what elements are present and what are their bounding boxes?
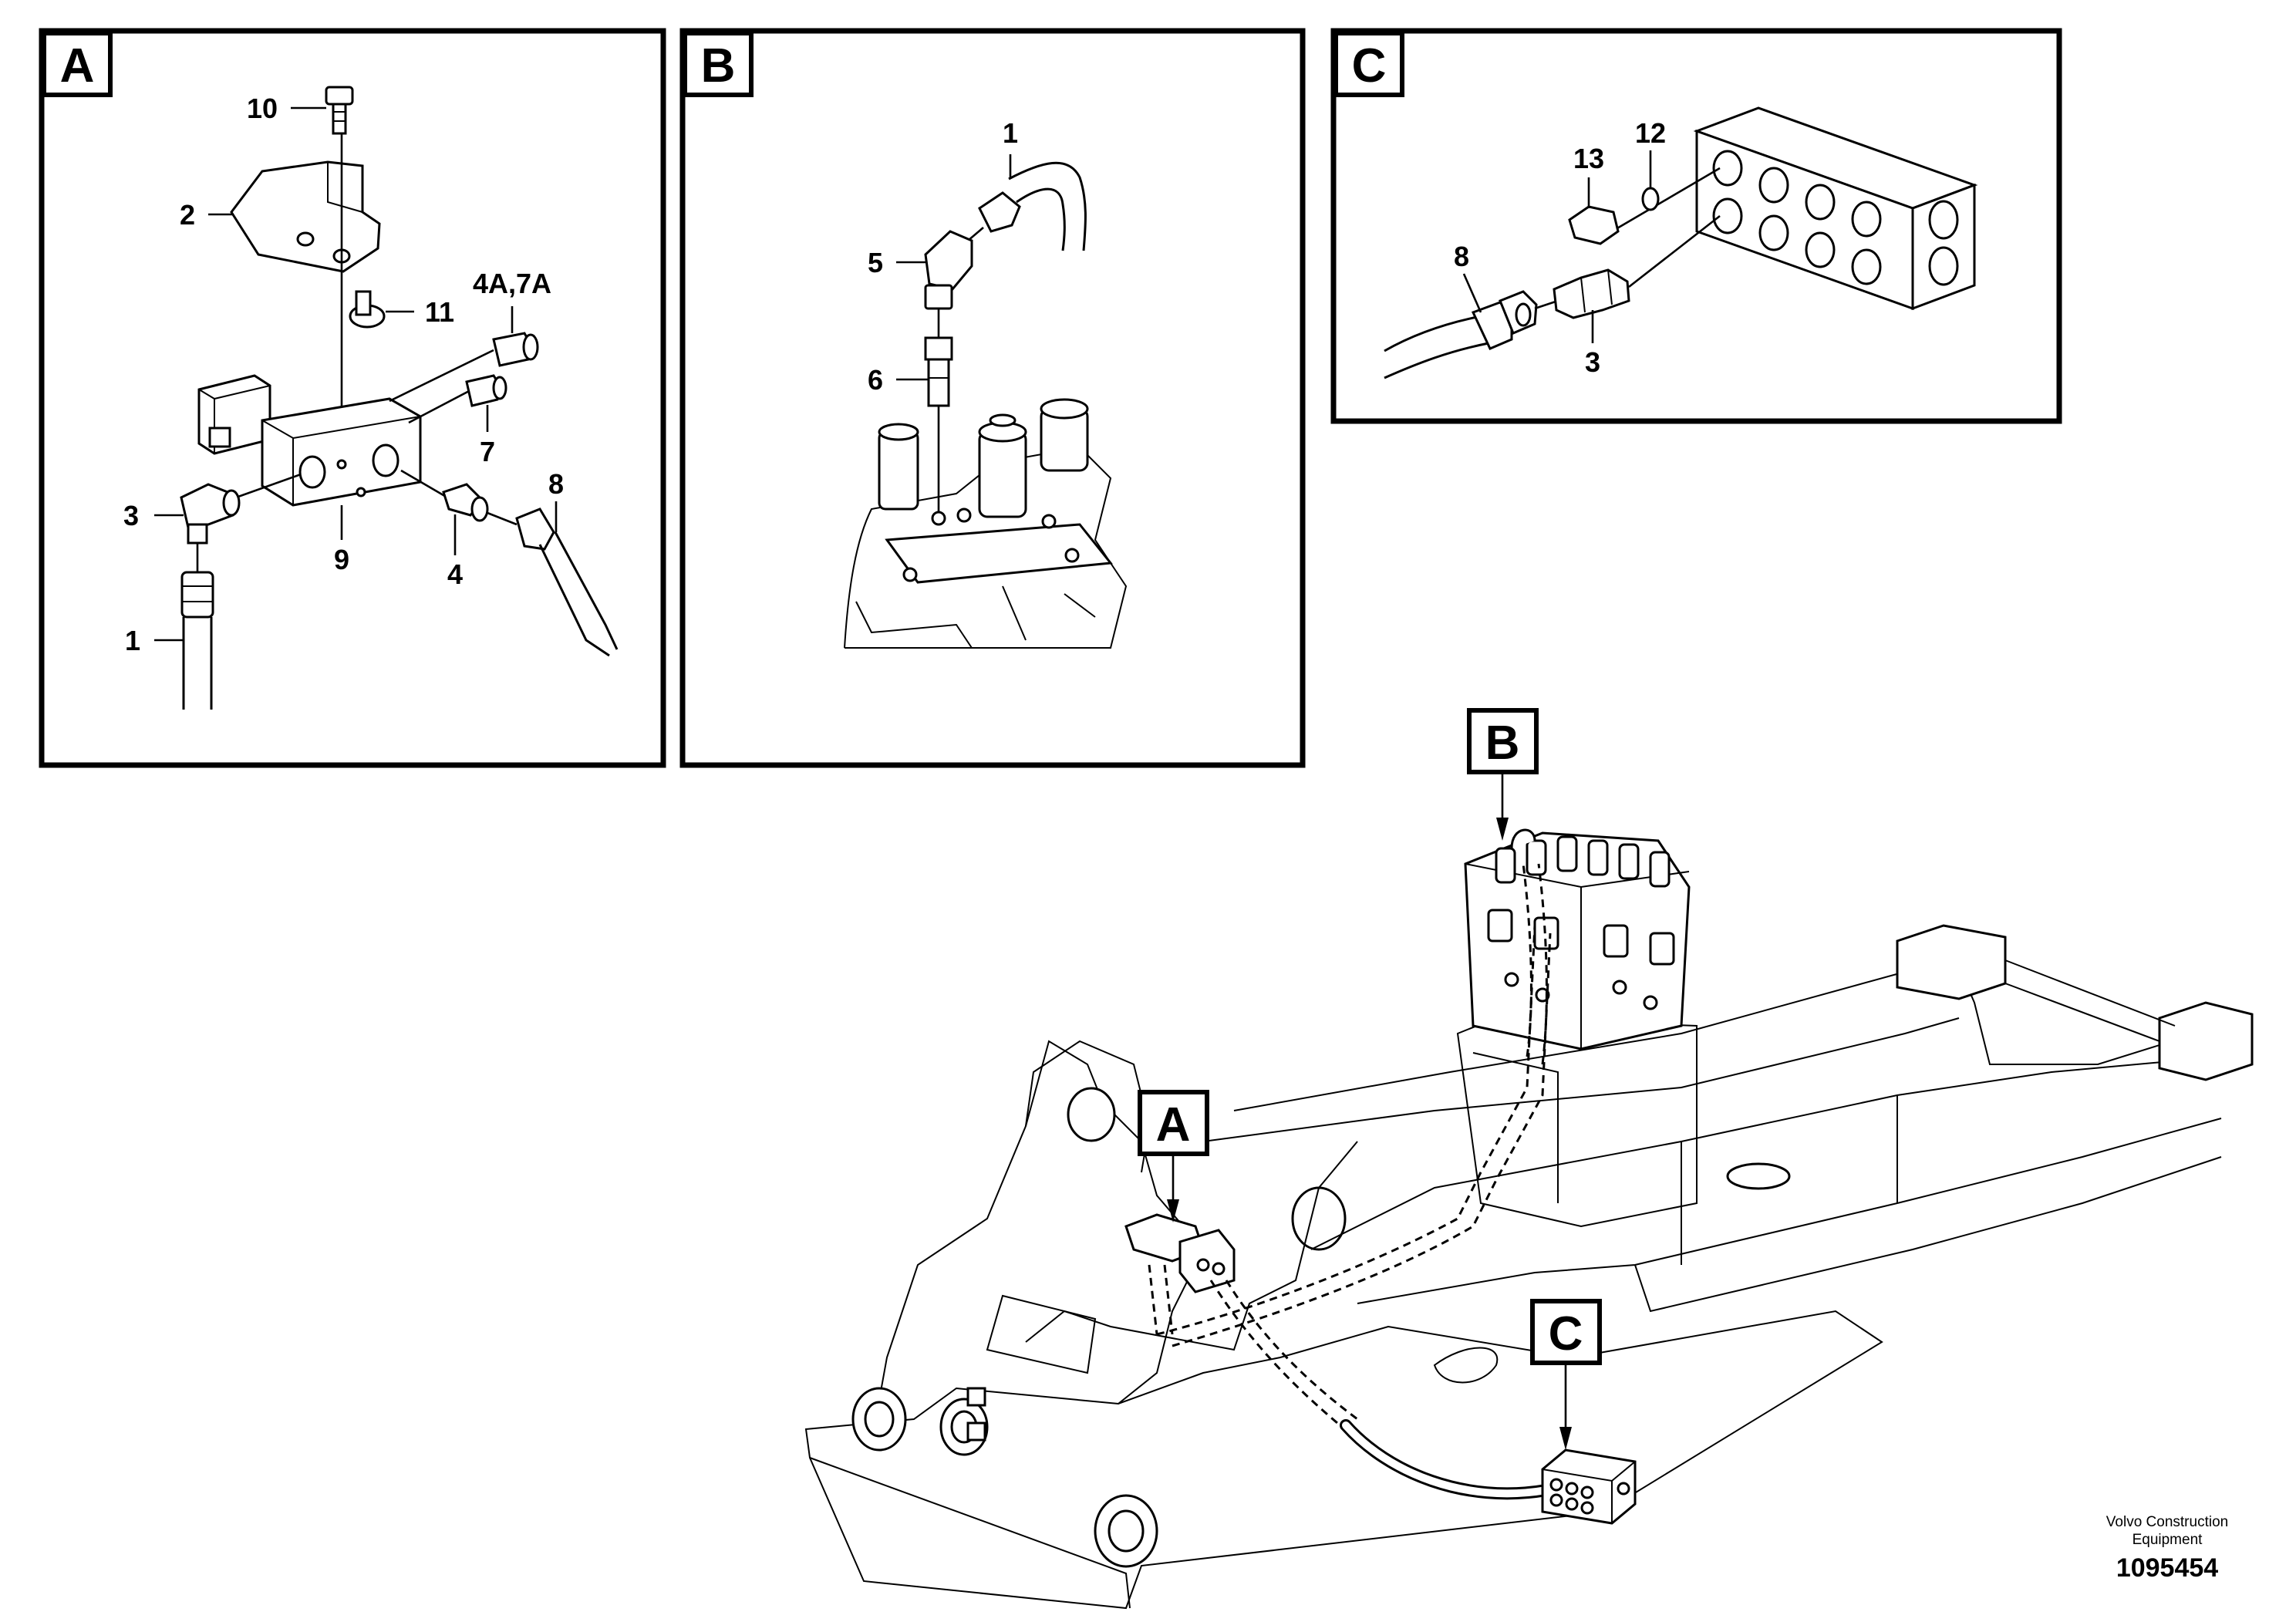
callout-tag-c-box bbox=[1530, 1299, 1602, 1365]
callout-tag-c: C bbox=[1549, 1307, 1583, 1361]
boom-pin-left-inner bbox=[864, 1401, 895, 1438]
view-tag-b-box bbox=[683, 31, 754, 97]
callout-tag-a: A bbox=[1156, 1098, 1191, 1152]
valve-stand bbox=[1456, 1017, 1698, 1228]
boom-pin-right bbox=[1291, 1186, 1347, 1251]
axis-3-c bbox=[1534, 299, 1559, 310]
label-a-4a7a: 4A,7A bbox=[473, 268, 551, 299]
nut-2 bbox=[966, 1421, 986, 1442]
boom-pin-front-inner bbox=[1108, 1509, 1145, 1553]
view-tag-b: B bbox=[701, 39, 736, 93]
hose-8-a bbox=[515, 508, 619, 657]
axis-4 bbox=[400, 469, 448, 499]
callout-tag-b: B bbox=[1485, 717, 1520, 770]
axis-4a7a bbox=[389, 349, 494, 403]
main-assembly: B A C bbox=[804, 708, 2254, 1610]
hose-1-b bbox=[978, 161, 1087, 251]
rear-block-right bbox=[2158, 1001, 2254, 1081]
label-a-11: 11 bbox=[425, 296, 454, 328]
hose-to-block-c-inner bbox=[1342, 1421, 1550, 1498]
solenoid-group-main bbox=[1124, 1213, 1236, 1293]
distribution-block-c bbox=[1693, 106, 1978, 311]
label-a-8: 8 bbox=[548, 468, 564, 500]
frame-beam-top bbox=[1233, 947, 2222, 1111]
rear-cross-member bbox=[2004, 959, 2176, 1042]
panel-b-frame bbox=[679, 28, 1306, 768]
rear-block-left bbox=[1896, 924, 2007, 1000]
frame-beam-mid bbox=[1310, 1056, 2222, 1250]
hidden-hose-b-vertical bbox=[1522, 863, 1548, 1065]
elbow-5 bbox=[924, 230, 973, 310]
frame-beam-low bbox=[1357, 1118, 2222, 1304]
hose-1-a bbox=[180, 571, 214, 710]
label-b-5: 5 bbox=[868, 247, 883, 278]
label-a-9: 9 bbox=[334, 544, 349, 575]
view-tag-c-box bbox=[1333, 31, 1404, 97]
frame-slot-2 bbox=[1433, 1347, 1499, 1384]
boom-pin-upper bbox=[1067, 1087, 1116, 1142]
label-a-2: 2 bbox=[180, 199, 195, 231]
label-a-4: 4 bbox=[447, 558, 463, 590]
bolt-10 bbox=[325, 86, 354, 135]
axis-5 bbox=[967, 227, 984, 241]
distribution-block-main bbox=[1541, 1448, 1637, 1525]
label-a-7: 7 bbox=[480, 436, 495, 467]
label-c-3: 3 bbox=[1585, 346, 1600, 378]
axis-7 bbox=[408, 388, 473, 424]
seal-12 bbox=[1641, 187, 1660, 211]
hidden-hose-a-to-c bbox=[1209, 1280, 1358, 1428]
view-tag-c: C bbox=[1352, 39, 1387, 93]
footer: Volvo Construction Equipment 1095454 bbox=[2106, 1514, 2228, 1583]
hidden-hose-a-to-b-1 bbox=[1156, 925, 1536, 1336]
base-plate-edge bbox=[809, 1457, 1131, 1609]
hidden-hose-a-down bbox=[1148, 1264, 1174, 1335]
hose-8-c bbox=[1384, 290, 1538, 379]
axis-3-c-port bbox=[1628, 214, 1721, 288]
detail-view-b: B 1 5 6 bbox=[679, 28, 1306, 768]
callout-tag-b-box bbox=[1467, 708, 1539, 774]
control-valve-main bbox=[1464, 828, 1691, 1050]
detail-view-a: A 10 2 11 bbox=[39, 28, 666, 768]
view-tag-a: A bbox=[60, 39, 95, 93]
hidden-hose-a-to-b-2 bbox=[1172, 932, 1552, 1347]
fitting-4a7a bbox=[492, 332, 539, 367]
nut-1 bbox=[966, 1387, 986, 1407]
label-c-8: 8 bbox=[1454, 241, 1469, 272]
fitting-4 bbox=[442, 483, 489, 522]
valve-stand-inner bbox=[1472, 1052, 1559, 1203]
control-valve-body-b bbox=[844, 398, 1128, 649]
label-c-13: 13 bbox=[1573, 143, 1604, 174]
view-tag-a-box bbox=[42, 31, 113, 97]
label-b-6: 6 bbox=[868, 364, 883, 396]
frame-slot bbox=[1726, 1162, 1791, 1190]
fitting-3-c bbox=[1553, 268, 1630, 319]
screw-11 bbox=[349, 290, 386, 329]
brand-line-2: Equipment bbox=[2132, 1532, 2203, 1548]
adapter-6 bbox=[924, 336, 953, 407]
label-a-1: 1 bbox=[125, 625, 140, 656]
label-c-12: 12 bbox=[1635, 117, 1666, 149]
label-a-3: 3 bbox=[123, 500, 139, 531]
brand-line-1: Volvo Construction bbox=[2106, 1514, 2228, 1530]
panel-a-frame bbox=[39, 28, 666, 768]
document-number: 1095454 bbox=[2116, 1553, 2218, 1583]
fitting-7 bbox=[465, 374, 507, 407]
frame-uprights bbox=[1681, 1095, 1898, 1265]
solenoid-valve-9 bbox=[197, 374, 422, 507]
label-b-1: 1 bbox=[1003, 117, 1018, 149]
callout-a-arrow bbox=[1167, 1199, 1179, 1222]
boom-box bbox=[986, 1294, 1097, 1374]
callout-c-arrow bbox=[1559, 1427, 1572, 1450]
label-a-10: 10 bbox=[247, 93, 278, 124]
leader-8-c bbox=[1462, 273, 1482, 313]
axis-8-a bbox=[487, 511, 518, 526]
frame-beam-top-2 bbox=[1202, 1017, 1960, 1142]
base-plate bbox=[804, 1310, 1883, 1610]
detail-view-c: C 13 12 bbox=[1330, 28, 2062, 424]
frame-beam-bottom bbox=[1634, 1156, 2222, 1313]
elbow-3 bbox=[180, 483, 241, 545]
callout-b-arrow bbox=[1496, 818, 1509, 841]
axis-13 bbox=[1611, 167, 1721, 233]
